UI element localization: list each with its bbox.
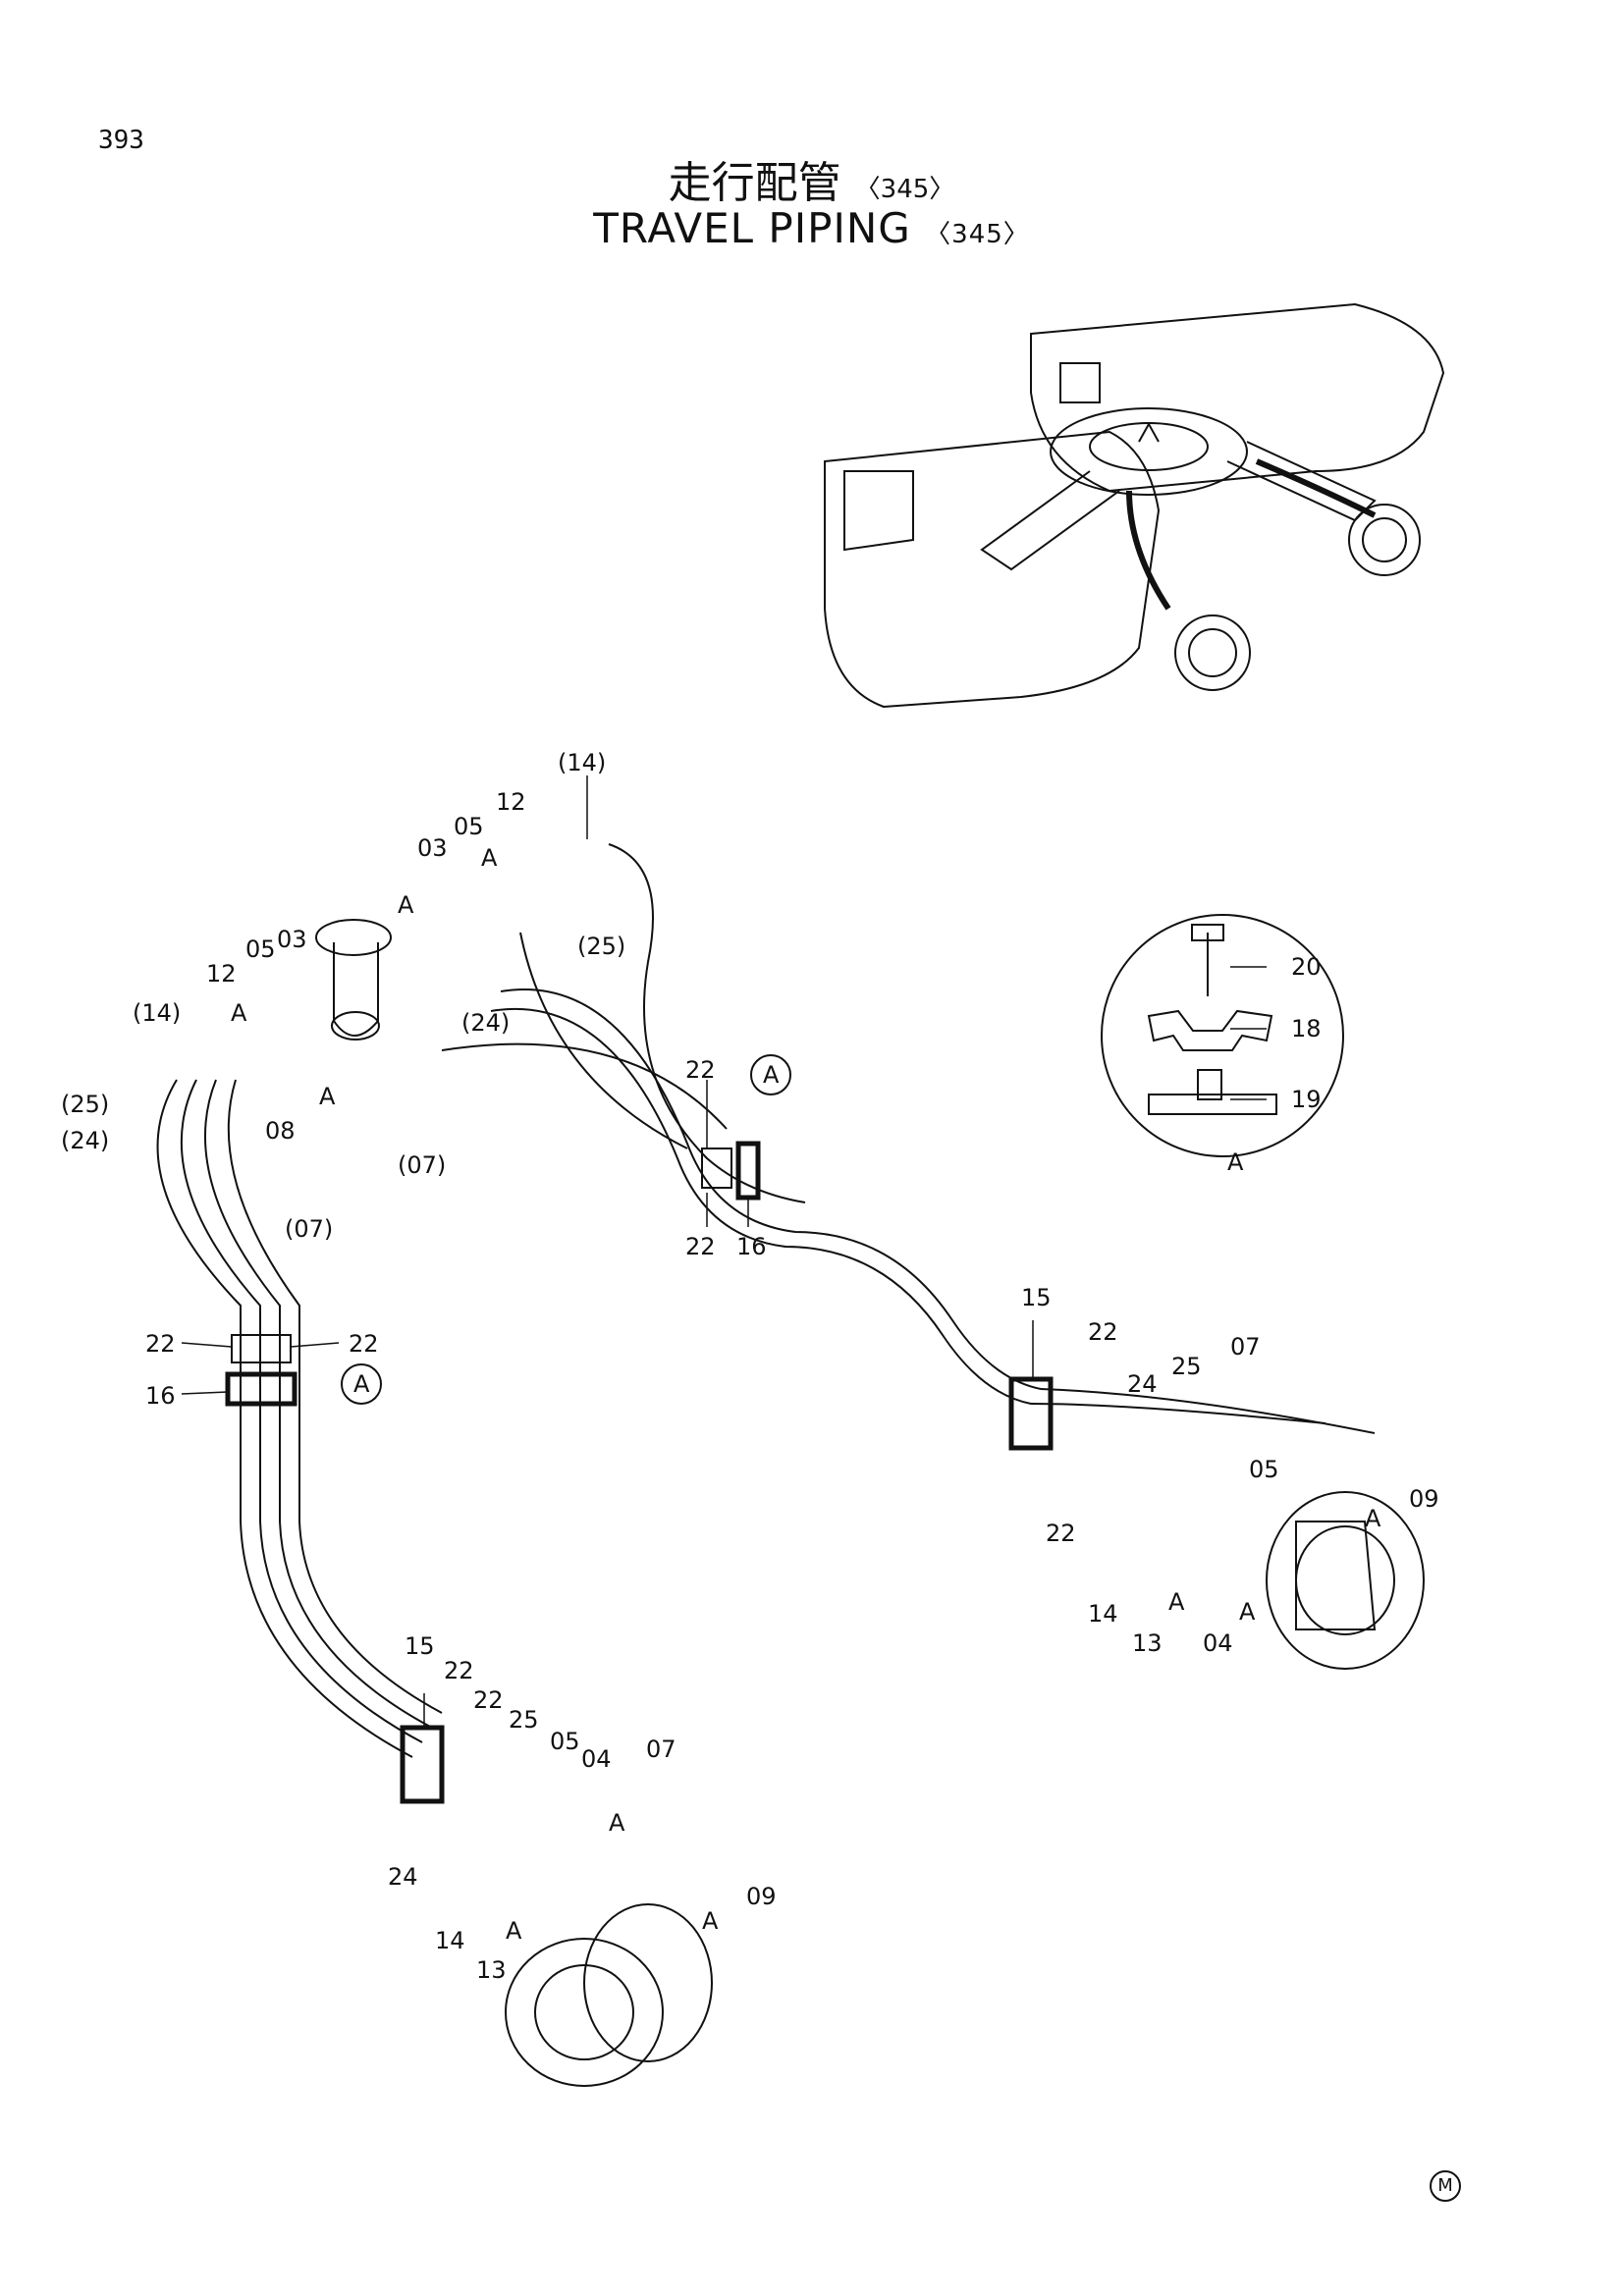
label-05-left-motor: 05 (550, 1728, 580, 1755)
travel-motor-left (505, 1903, 713, 2087)
label-a-1: A (481, 844, 498, 872)
label-13-left-motor: 13 (476, 1956, 507, 1984)
label-09-left-motor: 09 (746, 1883, 777, 1910)
label-16-a: 16 (736, 1233, 767, 1260)
label-07-right: 07 (1230, 1333, 1261, 1361)
label-22-a: 22 (685, 1056, 716, 1084)
label-16-b: 16 (145, 1382, 176, 1410)
callout-a-left-text: A (353, 1370, 370, 1398)
label-25-top: (25) (577, 933, 625, 960)
label-a-left-2: A (506, 1917, 522, 1945)
title-english: TRAVEL PIPING 〈345〉 (0, 204, 1623, 252)
title-japanese: 走行配管 〈345〉 (0, 147, 1623, 210)
detail-label-20: 20 (1291, 953, 1322, 981)
label-24-top: (24) (461, 1009, 510, 1037)
detail-label-18: 18 (1291, 1015, 1322, 1042)
label-22-b: 22 (685, 1233, 716, 1260)
label-14-right: 14 (1088, 1600, 1118, 1628)
label-22-d: 22 (349, 1330, 379, 1358)
clamp-22-b (231, 1334, 292, 1363)
model-code-jp: 〈345〉 (854, 175, 955, 204)
label-a-left-1: A (609, 1809, 625, 1837)
clamp-16-b (225, 1371, 298, 1407)
label-14-top: (14) (558, 749, 606, 776)
clamp-15-b (400, 1725, 445, 1804)
label-05-left: 05 (245, 935, 276, 963)
label-22-left-2: 22 (473, 1686, 504, 1714)
label-07-left-motor: 07 (646, 1735, 676, 1763)
hose-bundle (156, 843, 1376, 1758)
label-15-left: 15 (405, 1632, 435, 1660)
label-a-2: A (398, 891, 414, 919)
label-25-right: 25 (1171, 1353, 1202, 1380)
detail-label-19: 19 (1291, 1086, 1322, 1113)
label-08: 08 (265, 1117, 296, 1145)
clamp-22-a (701, 1148, 732, 1189)
callout-a-circle-top (750, 1054, 791, 1095)
label-04-right: 04 (1203, 1629, 1233, 1657)
label-04-left-motor: 04 (581, 1745, 612, 1773)
detail-caption-a: A (1227, 1148, 1244, 1176)
label-22-c: 22 (145, 1330, 176, 1358)
label-24-right: 24 (1127, 1370, 1158, 1398)
label-25-left: (25) (61, 1091, 109, 1118)
label-22-right-top: 22 (1088, 1318, 1118, 1346)
label-14-left-motor: 14 (435, 1927, 465, 1954)
control-valve (315, 919, 392, 1041)
label-a-right-2: A (1168, 1588, 1185, 1616)
label-24-left-motor: 24 (388, 1863, 418, 1891)
label-a-3: A (231, 999, 247, 1027)
label-05-right: 05 (1249, 1456, 1279, 1483)
detail-a-circle (1101, 914, 1344, 1157)
label-12-top: 12 (496, 788, 526, 816)
undercarriage-overview (824, 302, 1445, 709)
title-jp-text: 走行配管 (668, 158, 841, 208)
callout-a-top-text: A (763, 1061, 780, 1089)
label-12-left: 12 (206, 960, 237, 988)
label-a-left-3: A (702, 1907, 719, 1935)
callout-a-circle-left (341, 1363, 382, 1405)
model-code-en: 〈345〉 (925, 220, 1030, 249)
label-05-top: 05 (454, 813, 484, 840)
label-25-left-motor: 25 (509, 1706, 539, 1734)
label-03-top: 03 (417, 834, 448, 862)
label-22-left-1: 22 (444, 1657, 474, 1684)
travel-motor-right (1266, 1491, 1425, 1670)
title-en-text: TRAVEL PIPING (593, 204, 911, 252)
manufacturer-mark: M (1430, 2170, 1461, 2202)
clamp-15-a (1008, 1376, 1054, 1451)
label-13-right: 13 (1132, 1629, 1163, 1657)
label-07-left: (07) (285, 1215, 333, 1243)
label-03-left: 03 (277, 926, 307, 953)
label-a-right-1: A (1365, 1505, 1381, 1532)
label-14-left: (14) (133, 999, 181, 1027)
label-09-right: 09 (1409, 1485, 1439, 1513)
label-24-left: (24) (61, 1127, 109, 1154)
leader-lines (181, 775, 1267, 1728)
label-07-mid: (07) (398, 1151, 446, 1179)
clamp-16-a (735, 1141, 761, 1201)
label-a-right-3: A (1239, 1598, 1256, 1626)
label-15-right: 15 (1021, 1284, 1052, 1311)
label-a-4: A (319, 1083, 336, 1110)
page-number: 393 (98, 126, 144, 155)
callout-labels: (14) 12 A 05 03 A 03 05 12 A (14) (25) (… (61, 749, 1439, 1984)
label-22-right-bottom: 22 (1046, 1520, 1076, 1547)
